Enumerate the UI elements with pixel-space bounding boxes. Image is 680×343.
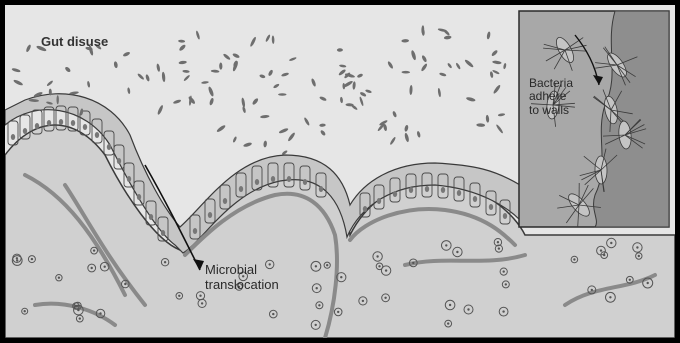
tissue-cell-nucleus (337, 311, 339, 313)
tissue-cell-nucleus (412, 262, 414, 264)
cell-nucleus (11, 134, 15, 140)
tissue-cell-nucleus (456, 251, 458, 253)
cell-nucleus (503, 213, 507, 219)
cell-nucleus (35, 123, 39, 129)
cell-nucleus (377, 198, 381, 204)
tissue-cell-nucleus (16, 257, 18, 259)
tissue-cell-nucleus (201, 302, 203, 304)
cell-nucleus (193, 228, 197, 234)
tissue-cell-nucleus (178, 295, 180, 297)
cell-nucleus (59, 119, 63, 125)
tissue-cell-nucleus (91, 267, 93, 269)
tissue-cell-nucleus (505, 283, 507, 285)
tissue-cell-nucleus (503, 270, 505, 272)
tissue-cell-nucleus (199, 295, 201, 297)
gut-illustration (5, 5, 675, 338)
tissue-cell-nucleus (449, 304, 451, 306)
tissue-cell-nucleus (272, 313, 274, 315)
cell-nucleus (239, 186, 243, 192)
tissue-cell-nucleus (467, 308, 469, 310)
cell-nucleus (161, 230, 165, 236)
cell-nucleus (303, 179, 307, 185)
cell-nucleus (271, 176, 275, 182)
cell-nucleus (409, 187, 413, 193)
cell-nucleus (127, 176, 131, 182)
tissue-cell-nucleus (573, 258, 575, 260)
tissue-cell-nucleus (629, 279, 631, 281)
cell-nucleus (223, 198, 227, 204)
tissue-cell-nucleus (498, 247, 500, 249)
cell-nucleus (47, 120, 51, 126)
cell-nucleus (319, 186, 323, 192)
cell-nucleus (107, 144, 111, 150)
tissue-cell-nucleus (384, 297, 386, 299)
tissue-cell-nucleus (445, 244, 447, 246)
cell-nucleus (457, 190, 461, 196)
tissue-cell-nucleus (376, 255, 378, 257)
tissue-cell-nucleus (79, 317, 81, 319)
cell-nucleus (287, 176, 291, 182)
tissue-cell-nucleus (315, 265, 317, 267)
tissue-cell-nucleus (502, 310, 504, 312)
tissue-cell-nucleus (340, 276, 342, 278)
tissue-cell-nucleus (638, 255, 640, 257)
cell-nucleus (83, 124, 87, 130)
tissue-cell-nucleus (636, 246, 638, 248)
tissue-cell-nucleus (124, 283, 126, 285)
gut-disuse-label: Gut disuse (41, 35, 108, 50)
cell-nucleus (393, 191, 397, 197)
tissue-cell-nucleus (164, 261, 166, 263)
cell-nucleus (149, 214, 153, 220)
tissue-cell-nucleus (318, 304, 320, 306)
cell-nucleus (489, 204, 493, 210)
cell-nucleus (117, 158, 121, 164)
tissue-cell-nucleus (16, 259, 18, 261)
tissue-cell-nucleus (99, 312, 101, 314)
tissue-cell-nucleus (24, 310, 26, 312)
tissue-cell-nucleus (316, 287, 318, 289)
tissue-cell-nucleus (315, 324, 317, 326)
tissue-cell-nucleus (609, 296, 611, 298)
microbial-translocation-label: Microbial translocation (205, 263, 279, 292)
cell-nucleus (208, 212, 212, 218)
tissue-cell-nucleus (93, 249, 95, 251)
tissue-cell-nucleus (497, 241, 499, 243)
cell-nucleus (255, 179, 259, 185)
tissue-cell-nucleus (77, 309, 79, 311)
cell-nucleus (473, 196, 477, 202)
bacteria-adhere-label: Bacteria adhere to walls (529, 77, 573, 117)
tissue-cell-nucleus (378, 265, 380, 267)
tissue-cell-nucleus (31, 258, 33, 260)
tissue-cell-nucleus (104, 266, 106, 268)
tissue-cell-nucleus (610, 242, 612, 244)
tissue-cell-nucleus (326, 264, 328, 266)
cell-nucleus (23, 128, 27, 134)
tissue-cell-nucleus (600, 249, 602, 251)
tissue-cell-nucleus (58, 277, 60, 279)
bacterium (278, 93, 286, 96)
bacterium (56, 95, 58, 104)
inset-panel (519, 11, 669, 227)
cell-nucleus (363, 206, 367, 212)
cell-nucleus (441, 187, 445, 193)
tissue-cell-nucleus (647, 282, 649, 284)
tissue-cell-nucleus (385, 269, 387, 271)
cell-nucleus (425, 186, 429, 192)
tissue-cell-nucleus (362, 300, 364, 302)
cell-nucleus (71, 120, 75, 126)
cell-nucleus (95, 132, 99, 138)
tissue-cell-nucleus (447, 322, 449, 324)
cell-nucleus (137, 194, 141, 200)
tissue-cell-nucleus (591, 289, 593, 291)
